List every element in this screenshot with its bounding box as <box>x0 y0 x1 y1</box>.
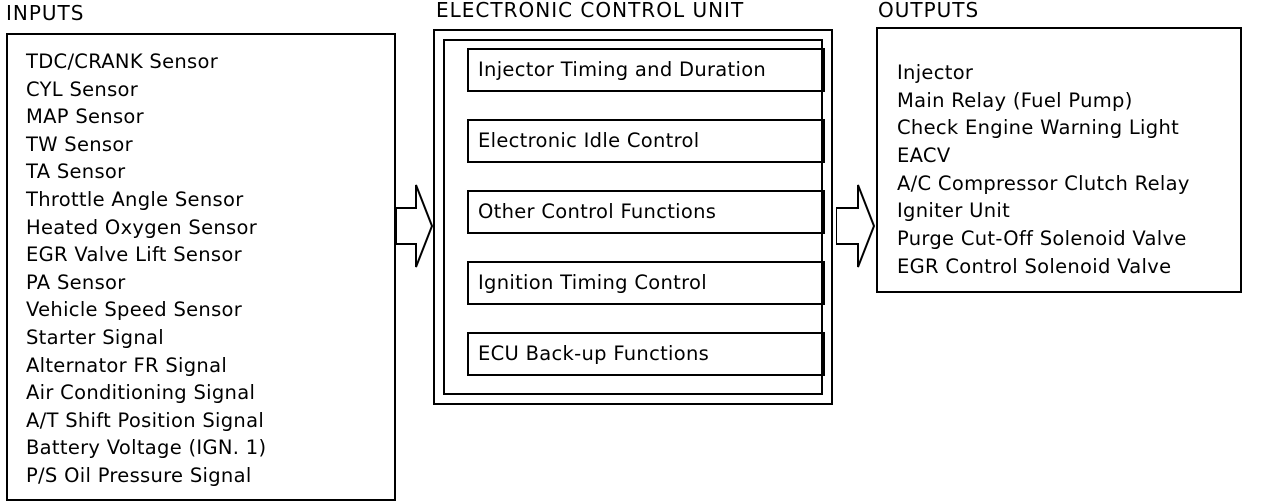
outputs-list: Injector Main Relay (Fuel Pump) Check En… <box>897 59 1190 281</box>
input-item: PA Sensor <box>26 270 126 294</box>
input-item: EGR Valve Lift Sensor <box>26 243 242 267</box>
output-item: EACV <box>897 144 951 168</box>
right-arrow-icon <box>836 184 876 268</box>
output-item: EGR Control Solenoid Valve <box>897 254 1172 278</box>
output-item: Injector <box>897 61 974 84</box>
input-item: P/S Oil Pressure Signal <box>26 463 252 487</box>
input-item: Throttle Angle Sensor <box>26 187 244 211</box>
input-item: Alternator FR Signal <box>26 353 228 377</box>
output-item: Purge Cut-Off Solenoid Valve <box>897 227 1187 251</box>
ecu-heading: ELECTRONIC CONTROL UNIT <box>436 0 745 22</box>
input-item: Vehicle Speed Sensor <box>26 298 243 322</box>
input-item: Starter Signal <box>26 325 164 349</box>
input-item: Battery Voltage (IGN. 1) <box>26 436 267 460</box>
input-item: A/T Shift Position Signal <box>26 408 265 432</box>
inputs-list: TDC/CRANK Sensor CYL Sensor MAP Sensor T… <box>26 48 266 490</box>
ecu-block: Injector Timing and Duration Electronic … <box>433 29 833 405</box>
inputs-panel: TDC/CRANK Sensor CYL Sensor MAP Sensor T… <box>6 33 396 501</box>
ecu-function-box: Ignition Timing Control <box>467 261 825 305</box>
inputs-heading: INPUTS <box>6 1 85 25</box>
ecu-function-box: ECU Back-up Functions <box>467 332 825 376</box>
output-item: Igniter Unit <box>897 199 1011 223</box>
input-item: TW Sensor <box>26 132 133 156</box>
ecu-function-box: Injector Timing and Duration <box>467 48 825 92</box>
ecu-function-box: Electronic Idle Control <box>467 119 825 163</box>
ecu-inner-frame: Injector Timing and Duration Electronic … <box>443 39 825 395</box>
input-item: Heated Oxygen Sensor <box>26 215 258 239</box>
input-item: CYL Sensor <box>26 77 139 101</box>
output-item: A/C Compressor Clutch Relay <box>897 171 1190 195</box>
ecu-function-box: Other Control Functions <box>467 190 825 234</box>
output-item: Main Relay (Fuel Pump) <box>897 88 1133 112</box>
outputs-panel: Injector Main Relay (Fuel Pump) Check En… <box>876 27 1242 293</box>
input-item: TDC/CRANK Sensor <box>26 50 219 73</box>
outputs-heading: OUTPUTS <box>878 0 980 22</box>
input-item: Air Conditioning Signal <box>26 381 256 405</box>
right-arrow-icon <box>396 184 434 268</box>
input-item: MAP Sensor <box>26 105 144 129</box>
input-item: TA Sensor <box>26 160 126 184</box>
output-item: Check Engine Warning Light <box>897 116 1180 140</box>
